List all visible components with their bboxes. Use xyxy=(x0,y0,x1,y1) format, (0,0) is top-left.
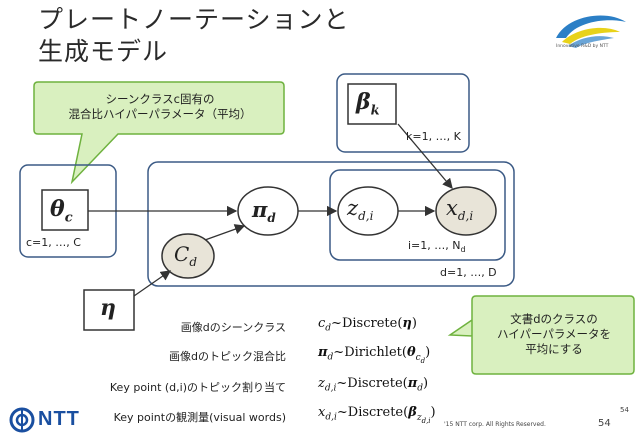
node-beta-box xyxy=(347,83,397,125)
innovative-rd-logo xyxy=(556,15,626,48)
node-beta-label: βk xyxy=(356,89,380,119)
node-eta-box xyxy=(83,289,135,331)
slide-title: プレートノーテーションと 生成モデル xyxy=(38,4,350,68)
edge-eta-c xyxy=(133,270,172,297)
node-theta-box xyxy=(41,189,89,231)
callout-right-line-1: 文書dのクラスの xyxy=(510,312,598,326)
callout-right-text: 文書dのクラスの ハイパーパラメータを 平均にする xyxy=(476,312,632,357)
callout-left-line-2: 混合比ハイパーパラメータ（平均） xyxy=(68,107,252,121)
plate-beta xyxy=(336,73,470,153)
node-c-label: Cd xyxy=(174,242,197,269)
eq-3: zd,i~Discrete(πd) xyxy=(318,376,429,394)
logo-caption: Innovative R&D by NTT xyxy=(556,44,609,49)
callout-right-line-2: ハイパーパラメータを xyxy=(496,327,612,341)
node-c-circle xyxy=(161,233,215,279)
title-line-2: 生成モデル xyxy=(38,37,169,66)
node-x-label: xd,i xyxy=(446,196,474,224)
ntt-logo: NTT xyxy=(8,406,88,438)
edge-c-pi xyxy=(204,224,246,241)
callout-left-line-1: シーンクラスc固有の xyxy=(105,92,215,106)
node-z-label: zd,i xyxy=(347,196,374,224)
eq-label-3: Key point (d,i)のトピック割り当て xyxy=(109,381,286,394)
callout-right xyxy=(447,295,635,375)
callout-left xyxy=(33,81,285,185)
eq-label-1: 画像dのシーンクラス xyxy=(180,321,286,334)
plate-doc-label: d=1, …, D xyxy=(440,266,497,279)
eq-label-2: 画像dのトピック混合比 xyxy=(169,350,286,363)
page-number-right: 54 xyxy=(620,406,629,414)
eq-label-4: Key pointの観測量(visual words) xyxy=(113,411,286,424)
node-theta-label: θc xyxy=(50,196,73,226)
plate-word-label: i=1, …, Nd xyxy=(408,239,466,255)
title-line-1: プレートノーテーションと xyxy=(38,5,350,34)
plate-doc xyxy=(147,161,515,287)
eq-2: πd~Dirichlet(θcd) xyxy=(318,345,431,365)
edge-beta-x xyxy=(397,123,453,189)
ntt-logo-text: NTT xyxy=(38,408,80,430)
copyright: '15 NTT corp. All Rights Reserved. xyxy=(444,421,546,428)
eq-4: xd,i~Discrete(βzd,i) xyxy=(318,405,436,425)
eq-1: cd~Discrete(η) xyxy=(318,316,417,334)
plate-theta-label: c=1, …, C xyxy=(26,236,81,249)
node-x-circle xyxy=(435,186,497,236)
node-pi-label: πd xyxy=(252,197,276,226)
plate-beta-label: k=1, …, K xyxy=(406,130,461,143)
callout-left-text: シーンクラスc固有の 混合比ハイパーパラメータ（平均） xyxy=(40,92,280,122)
node-eta-label: η xyxy=(100,295,116,321)
callout-right-line-3: 平均にする xyxy=(525,342,583,356)
page-number-left: 54 xyxy=(598,418,611,429)
ntt-mark-icon xyxy=(9,407,35,433)
